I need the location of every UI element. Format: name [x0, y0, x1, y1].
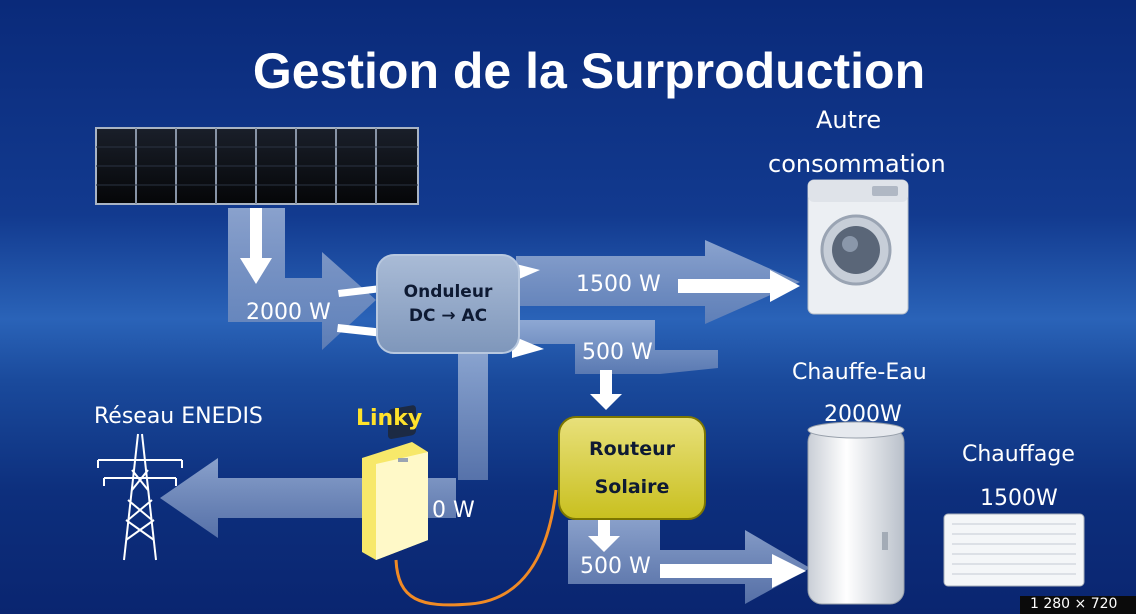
- inverter-label-line2: DC → AC: [408, 306, 488, 326]
- linky-label: Linky: [356, 406, 423, 431]
- autre-consommation-label-line1: Autre: [816, 106, 882, 134]
- water-heater-power-label: 2000W: [824, 402, 902, 427]
- arrow-500-down: [590, 370, 622, 410]
- production-power-label: 2000 W: [246, 300, 331, 325]
- surplus-power-label: 500 W: [582, 340, 653, 365]
- inverter-label-line1: Onduleur: [403, 282, 493, 302]
- solar-router-box: Routeur Solaire: [558, 416, 706, 520]
- linky-meter-icon: [362, 405, 428, 560]
- solar-router-label-line2: Solaire: [594, 476, 670, 498]
- water-heater-icon: [807, 421, 905, 605]
- page-title: Gestion de la Surproduction: [252, 43, 926, 99]
- heater-flow-power-label: 500 W: [580, 554, 651, 579]
- image-size-badge: 1 280 × 720: [1020, 596, 1136, 614]
- linky-router-cable: [394, 489, 558, 607]
- water-heater-label: Chauffe-Eau: [792, 360, 927, 385]
- flow-to-consumption: [516, 240, 800, 324]
- flow-surplus: [490, 320, 718, 374]
- heating-label: Chauffage: [962, 442, 1075, 467]
- solar-panel-icon: [95, 127, 419, 205]
- pylon-icon: [97, 433, 183, 561]
- flow-grid-vertical: [458, 345, 488, 480]
- washing-machine-icon: [807, 179, 909, 315]
- radiator-icon: [943, 513, 1085, 587]
- heating-power-label: 1500W: [980, 486, 1058, 511]
- consumption-power-label: 1500 W: [576, 272, 661, 297]
- arrow-panel-down: [240, 208, 272, 284]
- grid-power-label: 0 W: [432, 498, 475, 523]
- arrow-1500-consumption: [678, 270, 800, 302]
- arrow-500-heater: [660, 554, 806, 588]
- flow-panel-to-inverter: [228, 208, 376, 350]
- flow-to-heater: [568, 520, 810, 604]
- grid-label: Réseau ENEDIS: [94, 404, 263, 429]
- arrow-routeur-down: [588, 518, 620, 552]
- solar-router-label-line1: Routeur: [588, 438, 676, 460]
- autre-consommation-label-line2: consommation: [768, 150, 946, 178]
- inverter-box: Onduleur DC → AC: [376, 254, 520, 354]
